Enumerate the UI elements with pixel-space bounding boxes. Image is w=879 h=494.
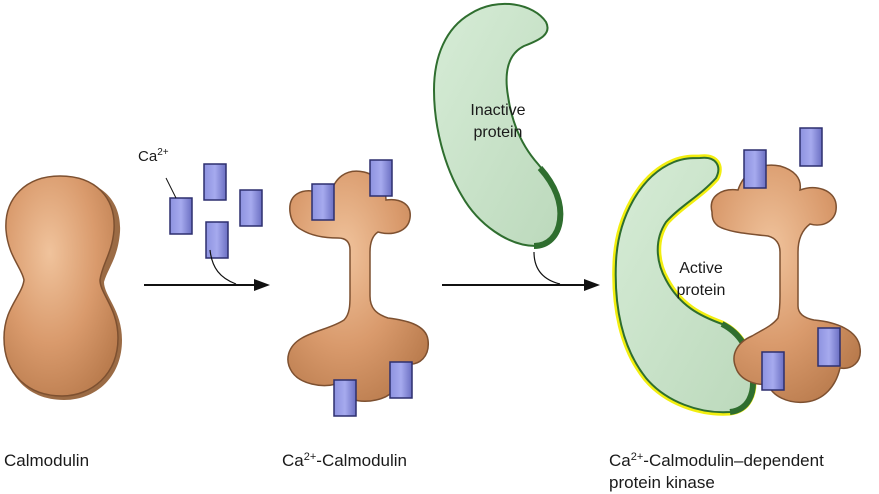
caption-calmodulin-text: Calmodulin [4,451,90,470]
ca-calmodulin-complex [287,159,429,417]
calcium-ion [205,221,229,259]
calcium-label-text: Ca [138,148,158,165]
calmodulin-molecule [3,175,122,400]
bound-calcium-ion [389,361,413,399]
bound-calcium-ion [743,149,767,189]
bound-calcium-ion [333,379,357,417]
caption-ca-prefix: Ca [282,451,304,470]
caption-kinase: Ca2+-Calmodulin–dependent protein kinase [609,450,824,494]
calcium-ion-label: Ca2+ [138,148,169,166]
calmodulin-body [3,175,119,397]
caption-calmodulin: Calmodulin [4,450,89,472]
active-protein-label-line1: Active [679,260,723,277]
reaction-arrow-1 [144,249,270,291]
caption-kinase-suffix: -Calmodulin–dependent [643,451,824,470]
caption-kinase-line2: protein kinase [609,473,715,492]
inactive-protein-shape [432,2,564,249]
calcium-ion [169,197,193,235]
caption-ca-charge: 2+ [303,451,317,463]
inactive-protein-label-line2: protein [473,124,523,141]
caption-ca-calmodulin: Ca2+-Calmodulin [282,450,407,472]
bound-calcium-ion [369,159,393,197]
bound-calcium-ion [817,327,841,367]
calcium-ion [203,163,227,201]
bound-calcium-ion [311,183,335,221]
active-kinase-complex [612,127,861,416]
bound-calcium-ion [799,127,823,167]
caption-ca-suffix: -Calmodulin [316,451,407,470]
inactive-protein-label-line1: Inactive [470,102,526,119]
calcium-label-leader [165,177,177,199]
active-protein-label: Active protein [656,258,746,302]
inactive-protein-label: Inactive protein [452,100,544,144]
calcium-ion [239,189,263,227]
free-calcium-ions [165,163,263,259]
active-protein-label-line2: protein [676,282,726,299]
caption-kinase-charge: 2+ [630,451,644,463]
calcium-label-charge: 2+ [157,147,169,158]
bound-calcium-ion [761,351,785,391]
reaction-arrow-2 [442,251,600,291]
caption-kinase-prefix: Ca [609,451,631,470]
